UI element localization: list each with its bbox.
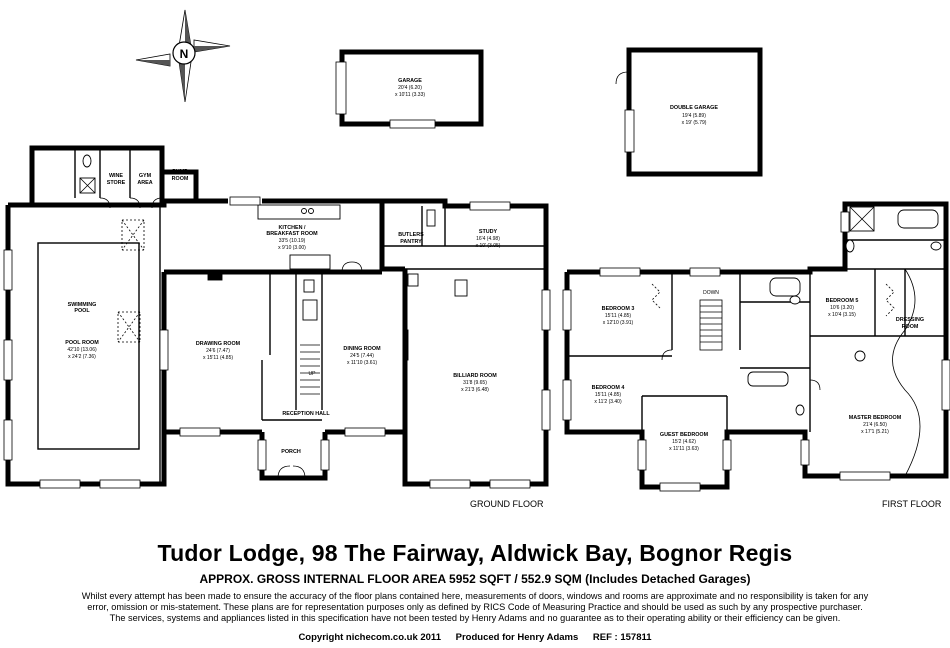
room-label: BEDROOM 4	[592, 385, 625, 391]
copyright: Copyright nichecom.co.uk 2011	[298, 632, 441, 643]
room-label: SWIMMING	[68, 302, 97, 308]
disclaimer-line: error, omission or mis-statement. These …	[87, 602, 863, 612]
room-label: MASTER BEDROOM	[849, 415, 902, 421]
room-label: POOL ROOM	[65, 340, 99, 346]
floor-plan-drawing: N GARAGE 20'4 (6.20) x 10'11 (3.33) DOUB…	[3, 9, 950, 509]
room-label: ROOM	[902, 324, 919, 330]
disclaimer-line: The services, systems and appliances lis…	[109, 613, 841, 623]
room-label: x 9'10 (3.00)	[278, 245, 306, 251]
ground-floor-label: GROUND FLOOR	[470, 499, 544, 509]
room-label: WINE	[109, 173, 123, 179]
ground-stairs	[300, 279, 320, 395]
room-label: BEDROOM 3	[602, 306, 635, 312]
room-label: PORCH	[281, 449, 301, 455]
room-label: 15'11 (4.85)	[595, 392, 621, 398]
compass-north-label: N	[180, 47, 189, 61]
room-label: PUMP	[172, 169, 188, 175]
first-floor-plan: BEDROOM 3 15'11 (4.85) x 12'10 (3.91) DO…	[562, 201, 950, 509]
room-label: 33'5 (10.19)	[279, 238, 306, 244]
room-label: BUTLERS	[398, 232, 424, 238]
compass-icon: N	[135, 9, 231, 103]
room-label: BREAKFAST ROOM	[266, 231, 318, 237]
room-label: x 11'10 (3.61)	[347, 360, 377, 366]
room-label: DOWN	[703, 290, 719, 296]
room-label: ROOM	[172, 176, 189, 182]
room-label: x 21'3 (6.48)	[461, 387, 489, 393]
room-label: BILLIARD ROOM	[453, 373, 497, 379]
room-label: x 10'4 (3.15)	[828, 312, 856, 318]
room-label: x 12'10 (3.91)	[603, 320, 634, 326]
room-label: 42'10 (13.06)	[67, 347, 97, 353]
reference: REF : 157811	[592, 632, 652, 643]
disclaimer-line: Whilst every attempt has been made to en…	[81, 591, 869, 601]
room-label: BEDROOM 5	[826, 298, 859, 304]
room-label: STUDY	[479, 229, 498, 235]
room-label: x 10' (3.05)	[476, 243, 501, 249]
room-label: 16'4 (4.98)	[476, 236, 500, 242]
disclaimer: Whilst every attempt has been made to en…	[0, 591, 950, 624]
room-label: UP	[309, 371, 317, 377]
room-label: 24'6 (7.47)	[206, 348, 230, 354]
room-label: x 15'11 (4.85)	[203, 355, 233, 361]
floor-area: APPROX. GROSS INTERNAL FLOOR AREA 5952 S…	[199, 572, 751, 586]
room-label: 15'2 (4.62)	[672, 439, 696, 445]
room-label: x 17'1 (5.21)	[861, 429, 889, 435]
property-title: Tudor Lodge, 98 The Fairway, Aldwick Bay…	[157, 540, 793, 566]
produced-for: Produced for Henry Adams	[455, 632, 579, 643]
room-label: 31'8 (9.65)	[463, 380, 487, 386]
room-label: 24'5 (7.44)	[350, 353, 374, 359]
room-label: POOL	[74, 308, 90, 314]
room-label: x 11'11 (3.63)	[669, 446, 699, 452]
room-label: x 24'2 (7.36)	[68, 354, 96, 360]
room-label: PANTRY	[400, 239, 422, 245]
room-label: AREA	[137, 180, 152, 186]
first-floor-label: FIRST FLOOR	[882, 499, 942, 509]
room-label: x 10'11 (3.33)	[395, 92, 425, 98]
room-label: GYM	[139, 173, 152, 179]
room-label: x 19' (5.79)	[682, 120, 707, 126]
garage-label: GARAGE	[398, 78, 422, 84]
room-label: 15'11 (4.85)	[605, 313, 631, 319]
room-label: DRESSING	[896, 317, 924, 323]
garage: GARAGE 20'4 (6.20) x 10'11 (3.33)	[335, 49, 484, 129]
footer: Copyright nichecom.co.uk 2011 Produced f…	[0, 632, 950, 643]
room-label: 21'4 (6.50)	[863, 422, 887, 428]
room-label: KITCHEN /	[279, 225, 306, 231]
ground-floor-plan: WINE STORE GYM AREA PUMP ROOM KITCHEN / …	[3, 145, 551, 509]
double-garage-label: DOUBLE GARAGE	[670, 105, 718, 111]
room-label: DRAWING ROOM	[196, 341, 241, 347]
double-garage: DOUBLE GARAGE 19'4 (5.89) x 19' (5.79)	[615, 47, 763, 177]
room-label: 20'4 (6.20)	[398, 85, 422, 91]
room-label: RECEPTION HALL	[282, 411, 330, 417]
room-label: STORE	[107, 180, 126, 186]
first-stairs	[699, 299, 723, 351]
room-label: x 11'2 (3.40)	[594, 399, 622, 405]
room-label: DINING ROOM	[343, 346, 381, 352]
room-label: GUEST BEDROOM	[660, 432, 709, 438]
room-label: 10'6 (3.20)	[830, 305, 854, 311]
room-label: 19'4 (5.89)	[682, 113, 706, 119]
